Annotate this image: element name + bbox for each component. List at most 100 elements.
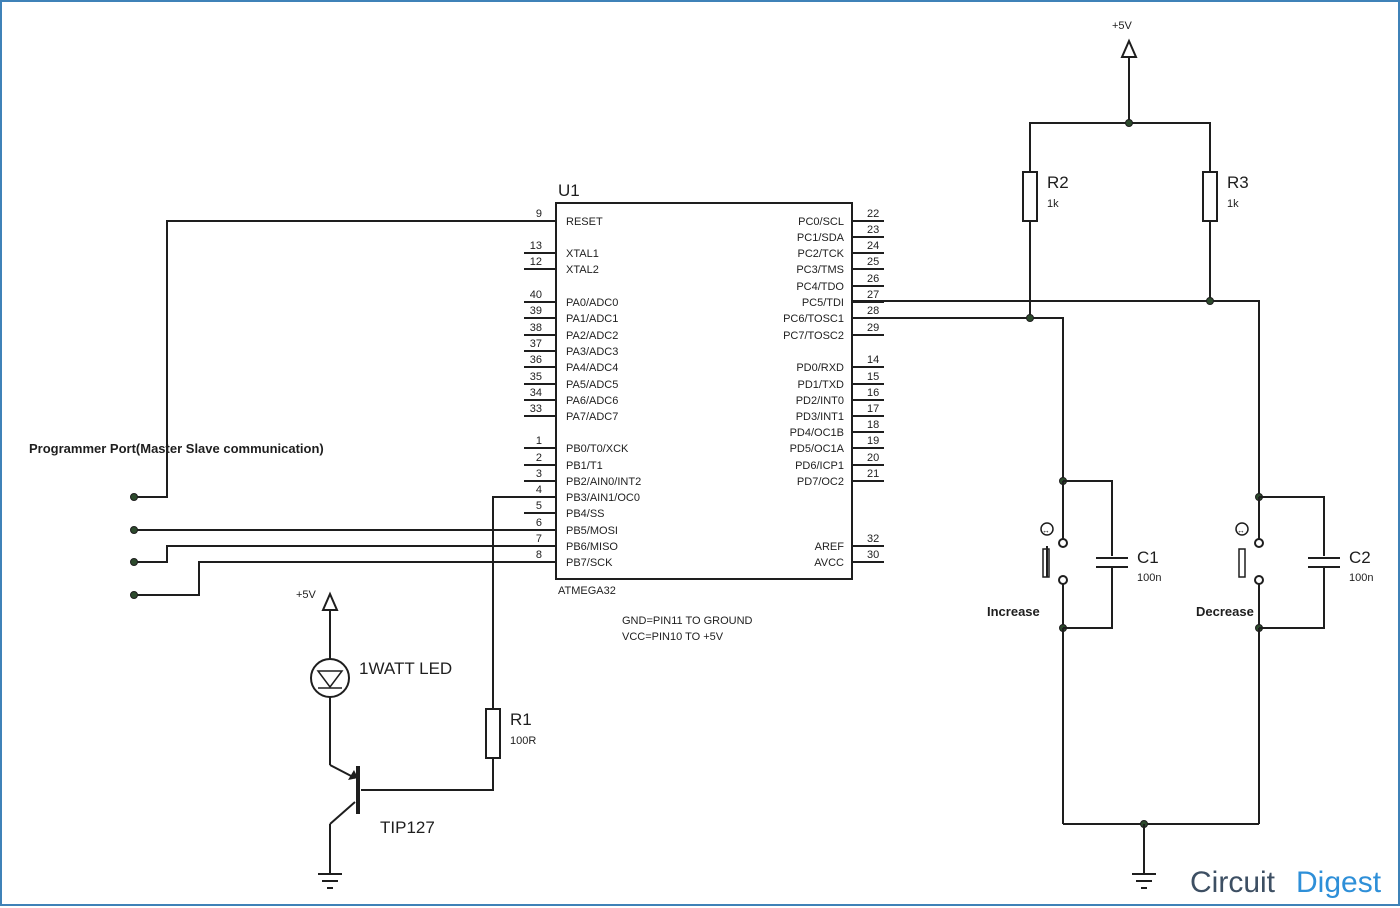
- led-symbol: [310, 658, 350, 765]
- svg-text:↔: ↔: [1237, 526, 1245, 535]
- mcu-pin-label: PB2/AIN0/INT2: [566, 476, 641, 488]
- mcu-pin-number: 21: [867, 468, 879, 480]
- mcu-pin-number: 28: [867, 305, 879, 317]
- mcu-pin-number: 29: [867, 322, 879, 334]
- r1-base-wire: [361, 758, 494, 791]
- mcu-pin-number: 15: [867, 371, 879, 383]
- ground-symbol-transistor: [318, 873, 342, 889]
- mcu-pin-label: PA3/ADC3: [566, 346, 618, 358]
- mcu-pins: 9RESET13XTAL112XTAL240PA0/ADC039PA1/ADC1…: [524, 208, 884, 569]
- increase-button: ↔: [1040, 477, 1128, 824]
- mcu-pin-number: 6: [536, 517, 542, 529]
- mcu-pin-label: PD4/OC1B: [790, 427, 844, 439]
- mcu-pin-label: PC6/TOSC1: [783, 313, 844, 325]
- mcu-pin-number: 3: [536, 468, 542, 480]
- mcu-pin-label: PA6/ADC6: [566, 395, 618, 407]
- mcu-pin-number: 12: [530, 256, 542, 268]
- mcu-pin-number: 19: [867, 435, 879, 447]
- mcu-pin-number: 23: [867, 224, 879, 236]
- c1-value: 100n: [1137, 572, 1161, 584]
- mcu-pin-label: PC4/TDO: [796, 281, 844, 293]
- r1-body: [485, 708, 501, 759]
- mcu-pin-label: PD3/INT1: [796, 411, 844, 423]
- mcu-pin-label: XTAL2: [566, 264, 599, 276]
- mcu-pin-label: PB5/MOSI: [566, 525, 618, 537]
- mcu-pin-number: 25: [867, 256, 879, 268]
- mcu-pin-label: PA7/ADC7: [566, 411, 618, 423]
- mcu-pin-number: 13: [530, 240, 542, 252]
- mcu-pin-number: 22: [867, 208, 879, 220]
- mcu-pin-number: 40: [530, 289, 542, 301]
- transistor-symbol: [329, 764, 360, 874]
- button-signal-wires: [852, 297, 1260, 497]
- increase-label: Increase: [987, 604, 1040, 619]
- programmer-pin-reset: [130, 493, 138, 501]
- circuitdigest-logo: Circuit Digest: [1190, 866, 1382, 899]
- programmer-pin-miso: [130, 558, 138, 566]
- mcu-pin-number: 16: [867, 387, 879, 399]
- mcu-pin-number: 1: [536, 435, 542, 447]
- c2-ref: C2: [1349, 548, 1371, 567]
- r3-ref: R3: [1227, 173, 1249, 192]
- mcu-pin-label: PA0/ADC0: [566, 297, 618, 309]
- mcu-pin-number: 27: [867, 289, 879, 301]
- mcu-pin-number: 24: [867, 240, 879, 252]
- mcu-pin-label: PB0/T0/XCK: [566, 443, 629, 455]
- mcu-pin-label: PD1/TXD: [798, 379, 845, 391]
- mcu-pin-number: 37: [530, 338, 542, 350]
- svg-text:↔: ↔: [1042, 526, 1050, 535]
- programmer-port-label: Programmer Port(Master Slave communicati…: [29, 441, 324, 456]
- mcu-pin-label: PB4/SS: [566, 508, 605, 520]
- r3-body: [1202, 171, 1218, 222]
- pb3-wire: [492, 496, 556, 709]
- mcu-pin-label: PC2/TCK: [798, 248, 845, 260]
- mcu-pin-number: 9: [536, 208, 542, 220]
- programmer-pin-sck: [130, 591, 138, 599]
- logo-part2: Digest: [1296, 866, 1382, 899]
- led-power-label: +5V: [296, 589, 317, 601]
- power-arrow-top: [1120, 38, 1138, 123]
- power-arrow-led: [321, 591, 339, 659]
- mcu-pin-number: 26: [867, 273, 879, 285]
- mcu-pin-number: 32: [867, 533, 879, 545]
- top-power-label: +5V: [1112, 20, 1133, 32]
- r2-value: 1k: [1047, 198, 1059, 210]
- mcu-pin-number: 35: [530, 371, 542, 383]
- pullup-wires: [1029, 119, 1211, 318]
- r1-value: 100R: [510, 735, 536, 747]
- r3-value: 1k: [1227, 198, 1239, 210]
- mcu-pin-label: PA5/ADC5: [566, 379, 618, 391]
- programmer-wires: [130, 220, 556, 599]
- note-vcc: VCC=PIN10 TO +5V: [622, 631, 724, 643]
- ground-rail: [1063, 820, 1259, 889]
- mcu-pin-label: RESET: [566, 216, 603, 228]
- mcu-pin-label: PD2/INT0: [796, 395, 844, 407]
- mcu-pin-label: PC3/TMS: [796, 264, 844, 276]
- mcu-pin-label: AREF: [815, 541, 845, 553]
- mcu-pin-label: PD6/ICP1: [795, 460, 844, 472]
- led-label: 1WATT LED: [359, 659, 452, 678]
- mcu-pin-number: 2: [536, 452, 542, 464]
- mcu-pin-label: PA1/ADC1: [566, 313, 618, 325]
- mcu-pin-number: 20: [867, 452, 879, 464]
- mcu-pin-label: PA4/ADC4: [566, 362, 618, 374]
- mcu-pin-label: PB7/SCK: [566, 557, 613, 569]
- mcu-pin-label: PC0/SCL: [798, 216, 844, 228]
- transistor-label: TIP127: [380, 818, 435, 837]
- mcu-pin-number: 17: [867, 403, 879, 415]
- r2-ref: R2: [1047, 173, 1069, 192]
- mcu-ref: U1: [558, 181, 580, 200]
- mcu-pin-number: 39: [530, 305, 542, 317]
- mcu-pin-label: PD5/OC1A: [790, 443, 845, 455]
- mcu-part: ATMEGA32: [558, 585, 616, 597]
- mcu-pin-number: 18: [867, 419, 879, 431]
- mcu-pin-label: AVCC: [814, 557, 844, 569]
- c1-ref: C1: [1137, 548, 1159, 567]
- note-gnd: GND=PIN11 TO GROUND: [622, 615, 753, 627]
- mcu-pin-label: PD7/OC2: [797, 476, 844, 488]
- mcu-pin-number: 30: [867, 549, 879, 561]
- c2-value: 100n: [1349, 572, 1373, 584]
- mcu-pin-number: 38: [530, 322, 542, 334]
- logo-part1: Circuit: [1190, 866, 1276, 899]
